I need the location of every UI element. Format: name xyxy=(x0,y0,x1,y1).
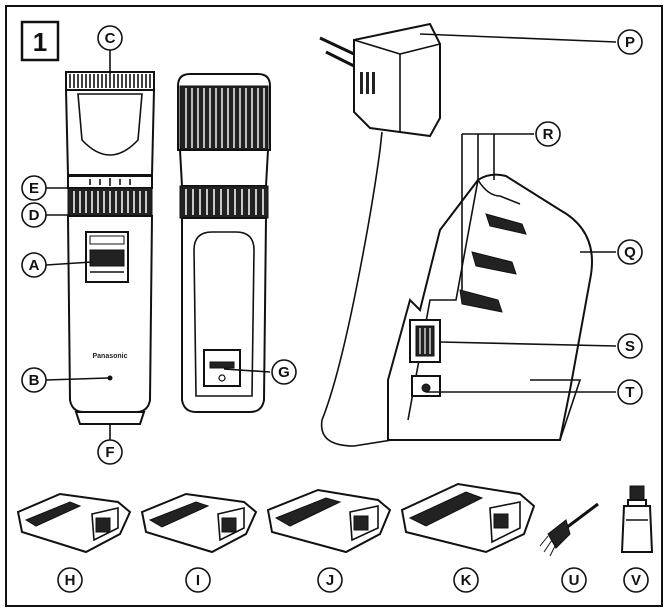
svg-text:S: S xyxy=(625,338,635,355)
charge-lamp xyxy=(107,375,113,381)
clipper-back xyxy=(177,73,271,413)
brand-label: Panasonic xyxy=(92,353,127,360)
ac-adaptor xyxy=(319,22,441,447)
svg-text:D: D xyxy=(29,207,40,224)
callout-B: B xyxy=(21,367,47,393)
svg-text:H: H xyxy=(65,572,76,589)
callout-U: U xyxy=(561,567,587,593)
attachment-i xyxy=(140,492,258,554)
callout-R: R xyxy=(535,121,561,147)
svg-text:T: T xyxy=(625,384,634,401)
callout-F: F xyxy=(97,439,123,465)
svg-text:P: P xyxy=(625,34,635,51)
callout-K: K xyxy=(453,567,479,593)
callout-J: J xyxy=(317,567,343,593)
callout-A: A xyxy=(21,252,47,278)
clipper-front: Panasonic xyxy=(64,71,156,425)
figure-number: 1 xyxy=(33,27,47,57)
svg-text:V: V xyxy=(631,572,641,589)
callout-C: C xyxy=(97,25,123,51)
svg-text:E: E xyxy=(29,180,39,197)
callout-Q: Q xyxy=(617,239,643,265)
callout-V: V xyxy=(623,567,649,593)
svg-text:G: G xyxy=(278,364,290,381)
cleaning-brush xyxy=(539,502,599,557)
callout-S: S xyxy=(617,333,643,359)
svg-text:B: B xyxy=(29,372,40,389)
attachment-h xyxy=(16,492,132,554)
callout-P: P xyxy=(617,29,643,55)
svg-text:Q: Q xyxy=(624,244,636,261)
figure-number-box: 1 xyxy=(20,20,60,62)
attachment-k xyxy=(400,482,536,554)
svg-text:A: A xyxy=(29,257,40,274)
svg-text:U: U xyxy=(569,572,580,589)
svg-text:K: K xyxy=(461,572,472,589)
svg-text:C: C xyxy=(105,30,116,47)
callout-G: G xyxy=(271,359,297,385)
svg-text:F: F xyxy=(105,444,114,461)
callout-H: H xyxy=(57,567,83,593)
svg-text:J: J xyxy=(326,572,334,589)
leader-lines xyxy=(45,33,617,440)
outer-frame xyxy=(5,5,663,607)
oil-bottle xyxy=(620,485,654,553)
svg-text:R: R xyxy=(543,126,554,143)
attachment-j xyxy=(266,488,392,554)
charging-stand xyxy=(387,133,593,441)
callout-T: T xyxy=(617,379,643,405)
callout-E: E xyxy=(21,175,47,201)
svg-text:I: I xyxy=(196,572,200,589)
callout-I: I xyxy=(185,567,211,593)
callout-D: D xyxy=(21,202,47,228)
